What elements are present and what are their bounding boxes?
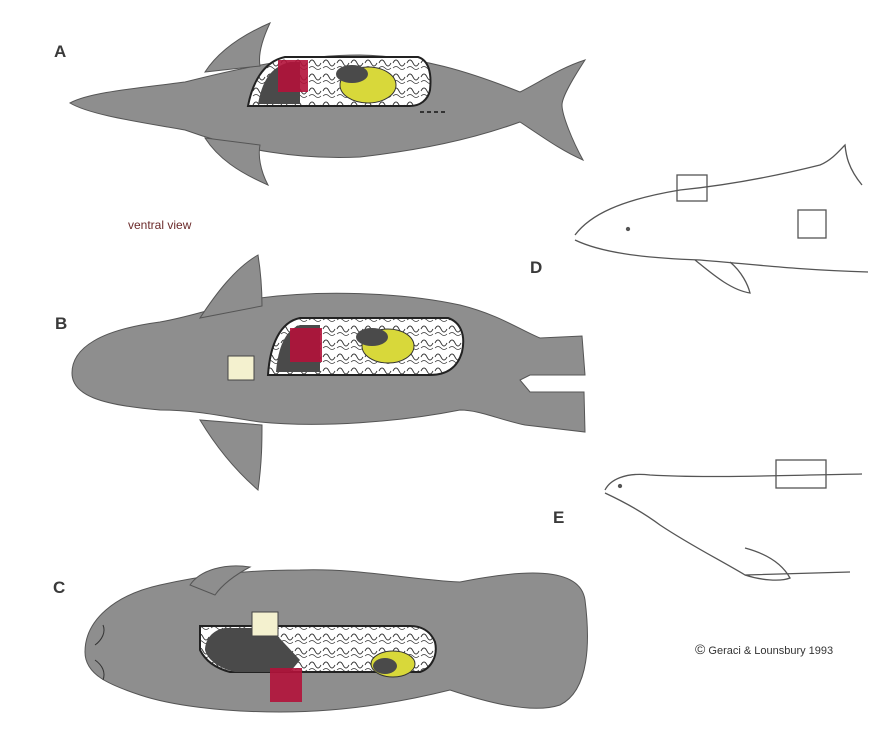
- dolphin-d-flipper: [695, 260, 750, 293]
- panel-label-a: A: [54, 42, 66, 62]
- dolphin-a-red-sample: [278, 60, 308, 92]
- seal-b-lower-flipper: [200, 420, 262, 490]
- seal-b-sample-square: [228, 356, 254, 380]
- seal-e-sample-square: [776, 460, 826, 488]
- figure-e-seal-outline: [605, 460, 862, 580]
- seal-b-body-cavity: [268, 318, 463, 375]
- copyright-symbol: ©: [695, 641, 705, 657]
- dolphin-a-upper-flipper: [205, 23, 270, 72]
- seal-e-eye: [619, 485, 622, 488]
- figure-d-dolphin-outline: [575, 145, 868, 293]
- figure-b-seal: [72, 255, 585, 490]
- copyright-credit: © Geraci & Lounsbury 1993: [695, 641, 833, 657]
- panel-label-e: E: [553, 508, 564, 528]
- figure-a-dolphin: [70, 23, 585, 185]
- dolphin-d-eye: [627, 228, 630, 231]
- view-caption: ventral view: [128, 218, 191, 232]
- seal-e-outline: [605, 474, 862, 575]
- dolphin-a-body-cavity: [248, 57, 431, 106]
- panel-label-d: D: [530, 258, 542, 278]
- manatee-c-red-sample: [270, 668, 302, 702]
- dolphin-a-lower-flipper: [205, 138, 268, 185]
- dolphin-d-outline: [575, 145, 868, 272]
- dolphin-d-sample-square-flank: [798, 210, 826, 238]
- credit-text: Geraci & Lounsbury 1993: [708, 645, 833, 657]
- panel-label-b: B: [55, 314, 67, 334]
- panel-label-c: C: [53, 578, 65, 598]
- manatee-c-sample-square: [252, 612, 278, 636]
- seal-b-red-sample: [290, 328, 322, 362]
- figure-c-manatee: [85, 566, 587, 712]
